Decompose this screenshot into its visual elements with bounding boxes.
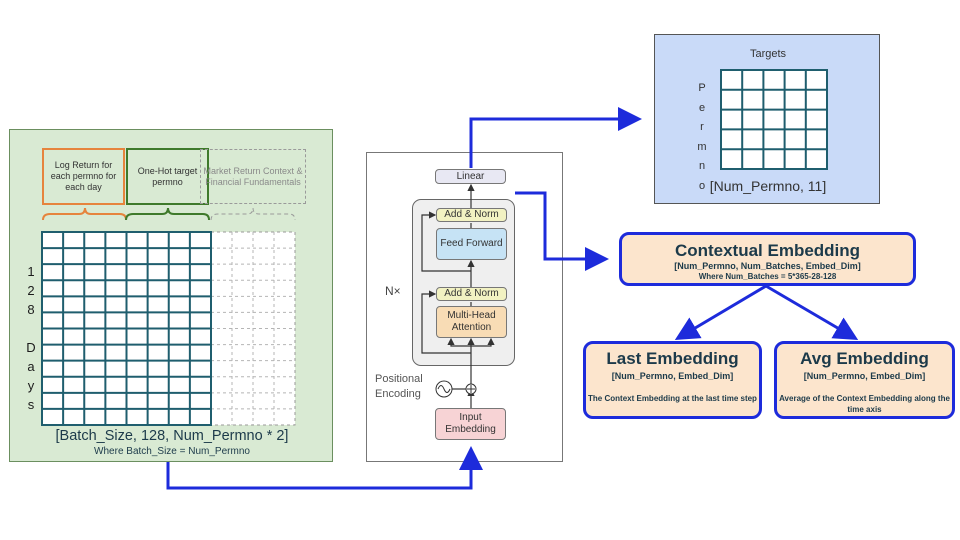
input-tensor-panel: Log Return for each permno for each day … [9,129,333,462]
permno-label-char: m [697,140,707,153]
input-shape-label: [Batch_Size, 128, Num_Permno * 2] [55,428,289,444]
feed-forward-layer: Feed Forward [436,228,507,260]
days-label-char: y [27,378,35,393]
contextual-embedding-shape: [Num_Permno, Num_Batches, Embed_Dim] [674,261,861,271]
input-where-label: Where Batch_Size = Num_Permno [94,446,250,457]
last-embedding-shape: [Num_Permno, Embed_Dim] [611,371,734,381]
market-context-brace [210,207,296,221]
days-label-char: 8 [27,302,35,317]
targets-title: Targets [749,48,787,60]
contextual-to-last-arrow [674,284,767,341]
avg-embedding-box: Avg Embedding [Num_Permno, Embed_Dim] Av… [774,341,955,419]
permno-label-char: e [698,101,706,114]
add-norm-bottom: Add & Norm [436,287,507,301]
avg-embedding-desc: Average of the Context Embedding along t… [779,394,950,414]
linear-layer: Linear [435,169,506,184]
permno-label-char: o [698,179,706,192]
market-context-label: Market Return Context & Financial Fundam… [200,149,306,204]
permno-label-char: r [700,121,704,133]
one-hot-brace [125,207,210,221]
last-embedding-title: Last Embedding [606,349,739,368]
encoder-block [412,199,515,366]
multi-head-attention-layer: Multi-Head Attention [436,306,507,338]
days-label-char: 1 [27,264,35,279]
last-embedding-desc: The Context Embedding at the last time s… [588,394,757,403]
transformer-connections [421,183,495,408]
days-label-char: D [26,340,36,355]
transformer-panel: Linear Add & Norm Feed Forward Add & Nor… [366,152,563,462]
input-grid-graphic [41,207,296,426]
targets-shape-label: [Num_Permno, 11] [709,178,827,194]
days-label-char [22,319,40,338]
add-norm-top: Add & Norm [436,208,507,222]
nx-label: N× [385,284,401,298]
last-embedding-box: Last Embedding [Num_Permno, Embed_Dim] T… [583,341,762,419]
contextual-to-avg-arrow [765,284,859,341]
contextual-embedding-box: Contextual Embedding [Num_Permno, Num_Ba… [619,232,916,286]
contextual-embedding-title: Contextual Embedding [674,241,861,260]
permno-label-char: n [698,160,706,172]
days-label-char: 2 [27,283,35,298]
one-hot-label: One-Hot target permno [126,148,209,205]
targets-grid-graphic [720,69,828,170]
input-embedding-layer: Input Embedding [435,408,506,440]
permno-label-char: P [698,82,706,94]
targets-grid [720,69,828,170]
positional-encoding-label: Positional Encoding [375,373,423,400]
contextual-embedding-where: Where Num_Batches = 5*365-28-128 [698,272,837,281]
log-return-brace [42,207,127,221]
avg-embedding-title: Avg Embedding [800,349,929,368]
days-label-char: s [27,397,35,412]
days-label-char: a [27,359,35,374]
log-return-label: Log Return for each permno for each day [42,148,125,205]
avg-embedding-shape: [Num_Permno, Embed_Dim] [803,371,926,381]
